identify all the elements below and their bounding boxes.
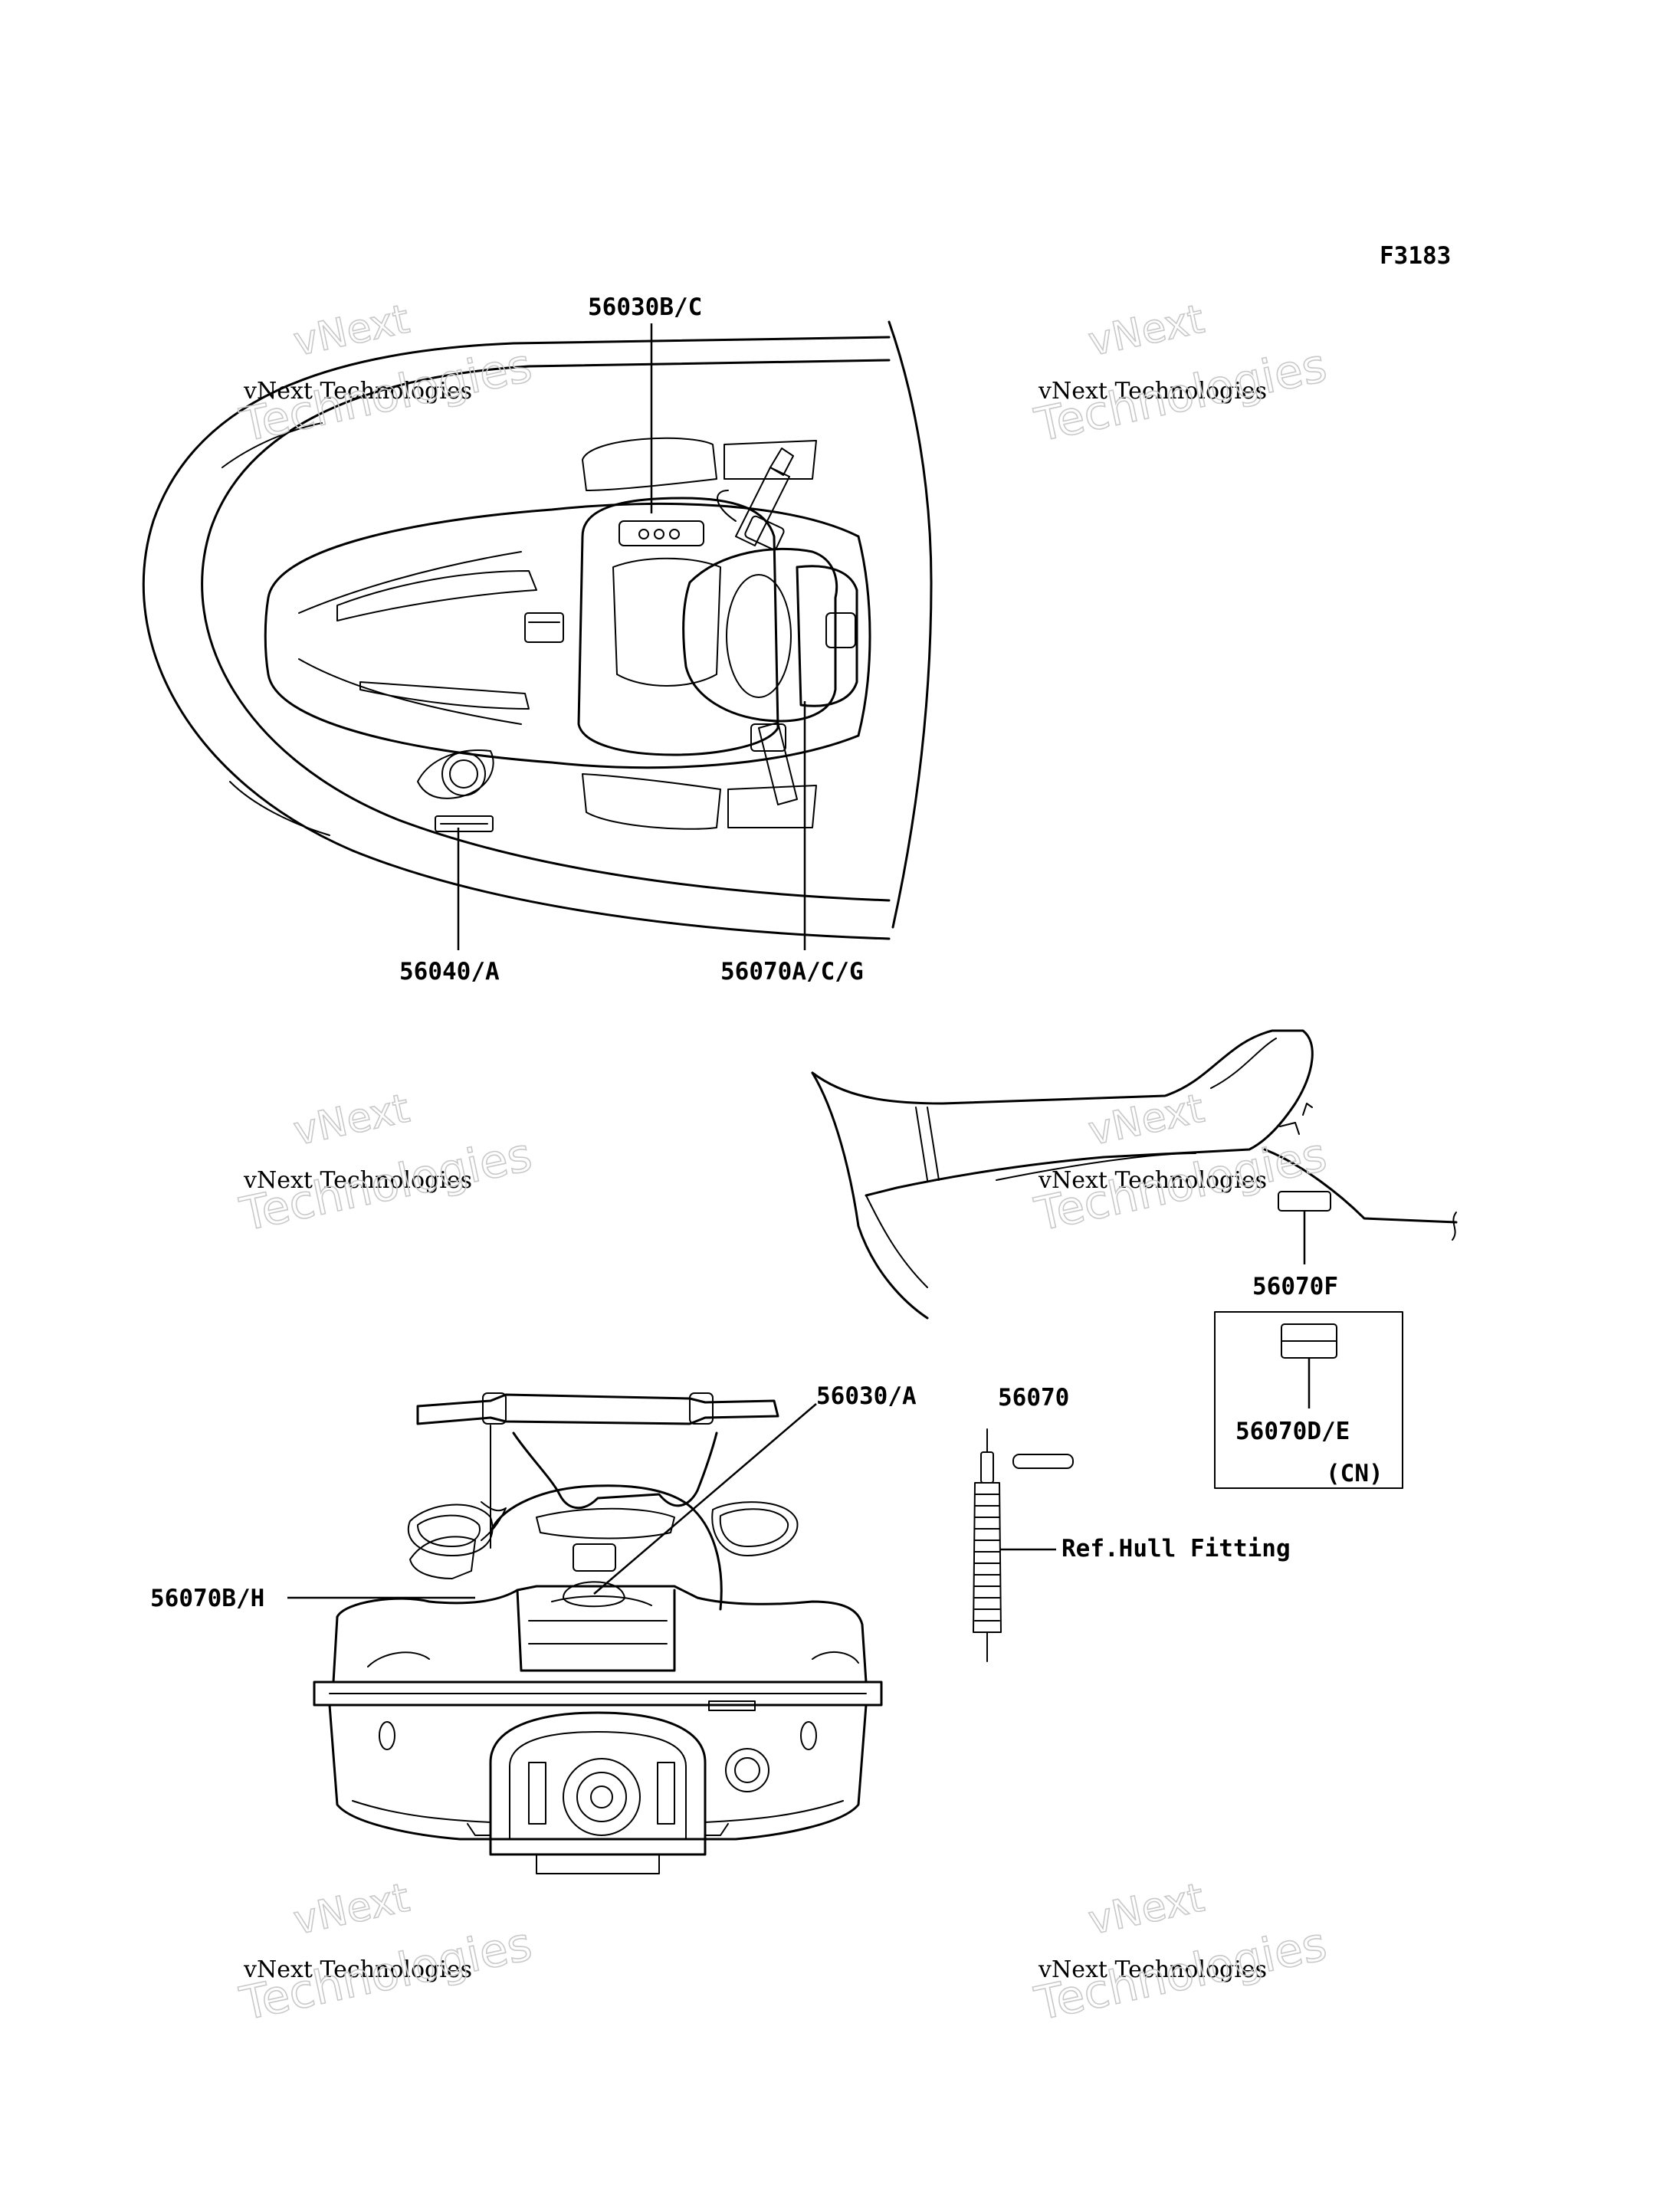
callout-hull-fitting: Ref.Hull Fitting [1061, 1535, 1291, 1562]
svg-text:vNext Technologies: vNext Technologies [243, 1956, 472, 1983]
callout-56070DE: 56070D/E [1235, 1418, 1350, 1445]
inset-box [1214, 1311, 1403, 1489]
svg-text:vNext Technologies: vNext Technologies [1038, 1167, 1267, 1194]
svg-text:Technologies: Technologies [235, 1128, 536, 1242]
callout-56030BC: 56030B/C [588, 293, 702, 321]
svg-text:vNext Technologies: vNext Technologies [1038, 1956, 1267, 1983]
figure-id: F3183 [1380, 242, 1451, 270]
callout-56030A: 56030/A [816, 1382, 917, 1410]
watermark-mid-left: vNext vNext Technologies Technologies [235, 1085, 536, 1243]
svg-text:vNext Technologies: vNext Technologies [243, 1167, 472, 1194]
svg-text:Technologies: Technologies [235, 1917, 536, 2031]
callout-56070: 56070 [998, 1384, 1069, 1412]
leader-56030A [593, 1403, 817, 1595]
top-view-deck-illustration [142, 320, 933, 940]
svg-text:vNext Technologies: vNext Technologies [1038, 378, 1267, 405]
watermark-top-right: vNext vNext Technologies Technologies [1029, 296, 1331, 454]
svg-text:Technologies: Technologies [1030, 1917, 1331, 2031]
callout-56070ACG: 56070A/C/G [720, 958, 864, 985]
callout-56040A: 56040/A [399, 958, 500, 985]
svg-text:Technologies: Technologies [235, 339, 536, 453]
watermark-bottom-left: vNext vNext Technologies Technologies [235, 1874, 536, 2032]
svg-text:vNext: vNext [1084, 297, 1208, 366]
svg-text:vNext: vNext [290, 1086, 413, 1155]
svg-text:vNext: vNext [1084, 1875, 1208, 1944]
side-view-seat-illustration [811, 1029, 1458, 1320]
loose-decal-56070 [1012, 1454, 1074, 1469]
svg-text:vNext Technologies: vNext Technologies [243, 378, 472, 405]
watermark-top-left: vNext vNext Technologies Technologies [235, 296, 536, 454]
svg-text:vNext: vNext [1084, 1086, 1208, 1155]
svg-text:vNext: vNext [290, 1875, 413, 1944]
hull-fitting-illustration [973, 1428, 1002, 1662]
watermark-bottom-right: vNext vNext Technologies Technologies [1029, 1874, 1331, 2032]
svg-text:Technologies: Technologies [1030, 1128, 1331, 1242]
svg-text:Technologies: Technologies [1030, 339, 1331, 453]
callout-56070F: 56070F [1252, 1273, 1338, 1300]
callout-region-cn: (CN) [1326, 1460, 1383, 1487]
rear-view-illustration [313, 1392, 883, 1874]
callout-56070BH: 56070B/H [150, 1585, 264, 1612]
